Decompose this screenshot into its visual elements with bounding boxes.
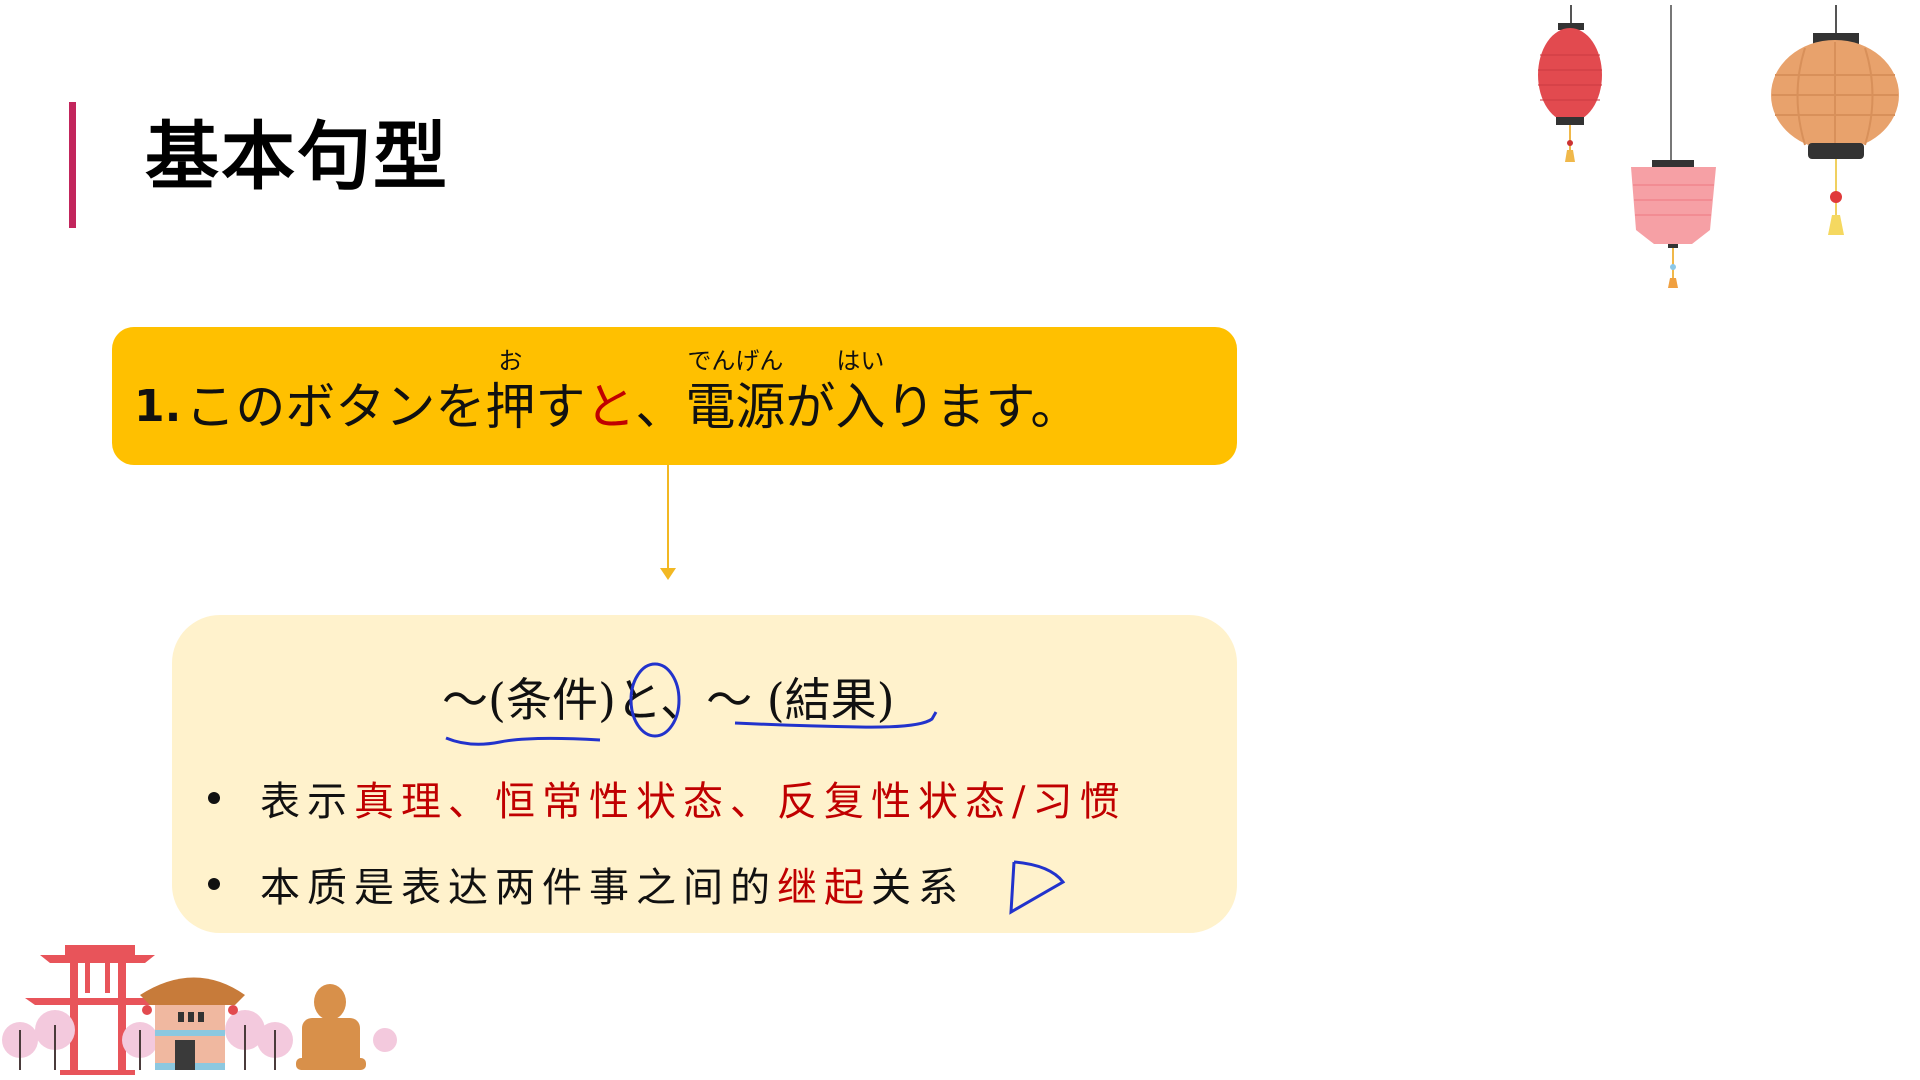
bullet-text-suffix: 关系 xyxy=(871,865,965,911)
sentence-segment: このボタンを xyxy=(185,378,486,436)
kanji: 押 xyxy=(485,378,536,436)
example-sentence-box: 1. このボタンを お 押 す と 、 でんげん 電源 が はい 入 ります。 xyxy=(112,327,1237,465)
title-accent-bar xyxy=(69,102,76,228)
ruby-word-hairu: はい 入 xyxy=(835,349,886,447)
ruby-word-osu: お 押 xyxy=(485,349,536,447)
arrow-down-icon xyxy=(660,568,676,580)
example-number: 1. xyxy=(134,381,182,432)
lanterns-decoration xyxy=(1538,5,1899,288)
sentence-segment: ります。 xyxy=(885,378,1081,436)
formula-particle: と xyxy=(615,673,661,727)
bullet-highlight: 真理、恒常性状态、反复性状态/习惯 xyxy=(354,779,1127,825)
orange-lantern-icon xyxy=(1771,5,1899,235)
temple-house-icon xyxy=(140,977,245,1070)
bullet-icon xyxy=(208,792,220,804)
pink-lantern-icon xyxy=(1631,5,1716,288)
furigana: でんげん xyxy=(687,347,784,375)
particle-to-highlight: と xyxy=(585,378,636,436)
furigana: お xyxy=(498,347,523,375)
sentence-segment: 、 xyxy=(635,378,686,436)
bullet-icon xyxy=(208,878,220,890)
furigana: はい xyxy=(836,347,885,375)
red-lantern-icon xyxy=(1538,5,1602,162)
formula-result: ～ (結果) xyxy=(706,673,895,727)
bare-branches-icon xyxy=(19,1025,276,1070)
ruby-word-dengen: でんげん 電源 xyxy=(685,349,786,447)
list-item: 表示真理、恒常性状态、反复性状态/习惯 xyxy=(202,755,1126,841)
formula-condition: ～(条件) xyxy=(442,673,616,727)
sentence-segment: が xyxy=(785,378,836,436)
pagoda-gate-icon xyxy=(25,945,160,1075)
pattern-formula: ～(条件)と、～ (結果) xyxy=(442,670,895,730)
explanation-list: 表示真理、恒常性状态、反复性状态/习惯 本质是表达两件事之间的继起关系 xyxy=(202,755,1126,927)
example-sentence: 1. このボタンを お 押 す と 、 でんげん 電源 が はい 入 ります。 xyxy=(134,349,1081,447)
pattern-explanation-box: ～(条件)と、～ (結果) 表示真理、恒常性状态、反复性状态/习惯 本质是表达两… xyxy=(172,615,1237,933)
kanji: 入 xyxy=(835,378,886,436)
buddha-statue-icon xyxy=(296,984,366,1070)
sentence-segment: す xyxy=(535,378,586,436)
formula-separator: 、 xyxy=(660,673,707,727)
bullet-text: 本质是表达两件事之间的 xyxy=(260,865,777,911)
connector-arrow-line xyxy=(667,465,669,570)
temple-scene-decoration xyxy=(2,945,397,1075)
kanji: 電源 xyxy=(685,378,786,436)
page-title: 基本句型 xyxy=(145,114,449,200)
bullet-highlight: 继起 xyxy=(777,865,871,911)
list-item: 本质是表达两件事之间的继起关系 xyxy=(202,841,1126,927)
bullet-text: 表示 xyxy=(260,779,354,825)
